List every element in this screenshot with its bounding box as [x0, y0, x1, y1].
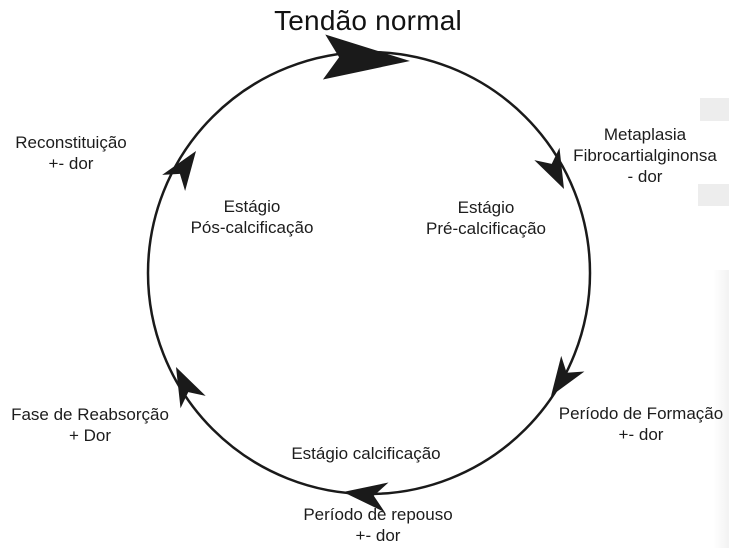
cycle-arrow-lower-left-icon	[176, 367, 206, 409]
cycle-arrow-upper-left-icon	[162, 151, 196, 191]
cycle-arrow-top-icon	[322, 34, 410, 80]
label-estagio-pos-line2: Pós-calcificação	[190, 218, 314, 237]
scan-artifact	[698, 184, 729, 206]
diagram-title: Tendão normal	[274, 5, 462, 36]
cycle-arrow-upper-right-icon	[534, 147, 564, 189]
label-reconstituicao-line2: +- dor	[48, 154, 94, 173]
label-estagio-pos-line1: Estágio	[223, 197, 281, 216]
cycle-arrow-lower-right-icon	[551, 355, 585, 396]
label-metaplasia: Metaplasia Fibrocartialginonsa - dor	[573, 124, 717, 187]
label-periodo-formacao: Período de Formação +- dor	[559, 403, 723, 445]
label-estagio-calcificacao: Estágio calcificação	[291, 443, 440, 464]
label-estagio-pre-calcificacao: Estágio Pré-calcificação	[426, 197, 546, 239]
label-fase-reabsorcao-line1: Fase de Reabsorção	[11, 405, 169, 424]
label-metaplasia-line1: Metaplasia	[603, 125, 687, 144]
label-metaplasia-line3: - dor	[627, 167, 663, 186]
label-periodo-repouso-line2: +- dor	[355, 526, 401, 545]
label-estagio-pre-line1: Estágio	[457, 198, 515, 217]
label-periodo-repouso: Período de repouso +- dor	[303, 504, 452, 546]
label-estagio-pre-line2: Pré-calcificação	[426, 219, 546, 238]
label-metaplasia-line2: Fibrocartialginonsa	[573, 146, 717, 165]
cycle-circle	[146, 50, 592, 496]
label-estagio-calc-line1: Estágio calcificação	[291, 444, 441, 463]
label-fase-reabsorcao-line2: + Dor	[68, 426, 112, 445]
label-estagio-pos-calcificacao: Estágio Pós-calcificação	[191, 196, 314, 238]
label-reconstituicao: Reconstituição +- dor	[15, 132, 127, 174]
label-fase-reabsorcao: Fase de Reabsorção + Dor	[11, 404, 169, 446]
label-periodo-repouso-line1: Período de repouso	[303, 505, 453, 524]
scan-artifact	[700, 98, 729, 121]
scan-artifact	[713, 270, 729, 548]
label-periodo-formacao-line2: +- dor	[618, 425, 664, 444]
label-reconstituicao-line1: Reconstituição	[15, 133, 127, 152]
cycle-arrow-bottom-icon	[343, 482, 389, 513]
label-periodo-formacao-line1: Período de Formação	[558, 404, 724, 423]
